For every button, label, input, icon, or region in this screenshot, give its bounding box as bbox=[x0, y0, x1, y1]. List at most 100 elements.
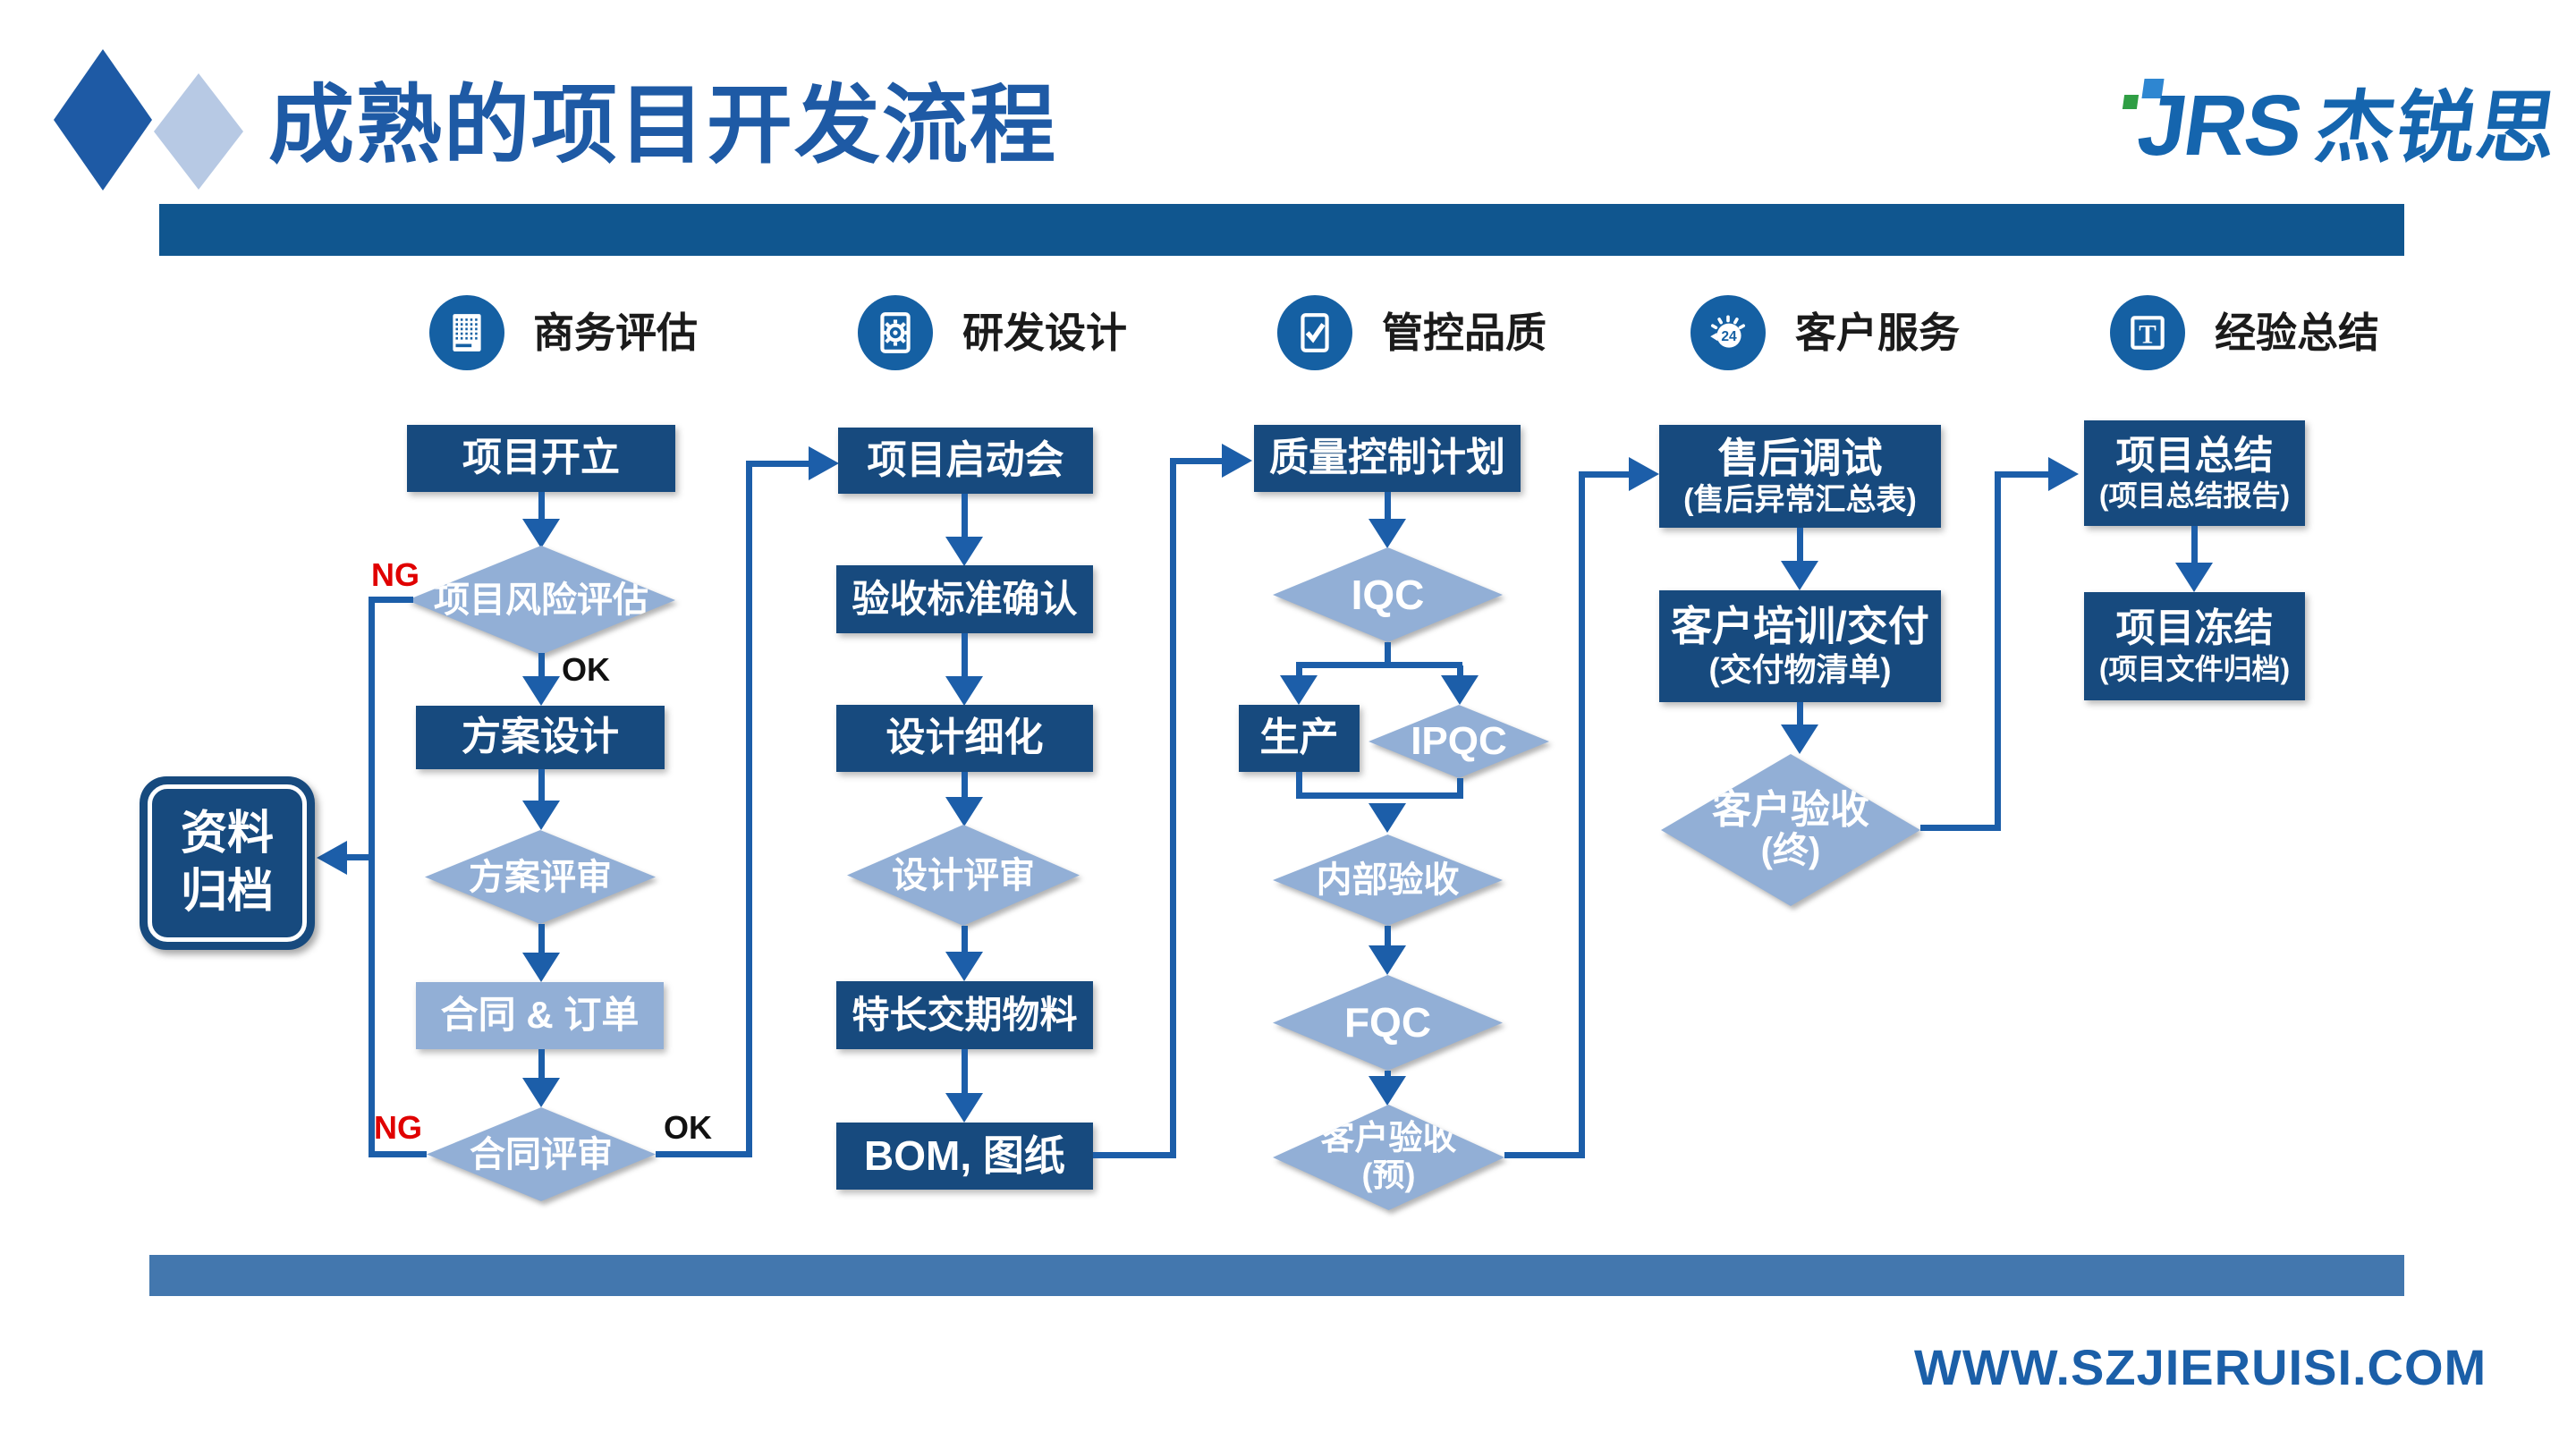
node-project-summary-sub: (项目总结报告) bbox=[2098, 479, 2291, 513]
abacus-icon bbox=[453, 314, 481, 352]
phase-label-business: 商务评估 bbox=[533, 309, 698, 356]
node-internal-accept: 内部验收 bbox=[1273, 835, 1503, 926]
node-internal-accept-label: 内部验收 bbox=[1316, 860, 1460, 900]
node-risk-review: 项目风险评估 bbox=[407, 546, 675, 655]
node-customer-accept-final-sub: (终) bbox=[1760, 831, 1821, 871]
node-archive-line1: 资料 bbox=[180, 808, 274, 860]
node-project-open: 项目开立 bbox=[407, 425, 675, 492]
node-contract-review: 合同评审 bbox=[427, 1107, 656, 1201]
connector-split-left-arrowhead bbox=[1280, 675, 1318, 705]
node-customer-accept-pre: 客户验收 (预) bbox=[1273, 1105, 1504, 1210]
node-customer-training-label: 客户培训/交付 bbox=[1671, 603, 1929, 650]
node-customer-accept-final-wrap: 客户验收 (终) bbox=[1661, 754, 1920, 906]
node-contract-order: 合同 & 订单 bbox=[416, 982, 664, 1049]
connector-c1-3 bbox=[538, 769, 545, 802]
connector-c3-1 bbox=[1385, 492, 1391, 521]
phase-label-quality: 管控品质 bbox=[1382, 309, 1546, 356]
connector-c3-2 bbox=[1385, 926, 1391, 948]
connector-c5-1 bbox=[2191, 526, 2198, 564]
node-archive-line2: 归档 bbox=[180, 866, 274, 918]
node-customer-training-sub: (交付物清单) bbox=[1708, 651, 1892, 689]
connector-c2-4 bbox=[962, 926, 968, 954]
t-box-icon-text: T bbox=[2139, 320, 2156, 349]
connector-c2-2-arrowhead bbox=[945, 676, 983, 706]
node-solution-design: 方案设计 bbox=[416, 706, 665, 769]
node-production-label: 生产 bbox=[1259, 716, 1339, 760]
connector-pre-h bbox=[1504, 1152, 1585, 1158]
node-iqc-wrap: IQC bbox=[1273, 547, 1503, 642]
node-archive: 资料 归档 bbox=[140, 776, 315, 950]
title-light-diamond bbox=[154, 73, 243, 190]
node-internal-accept-wrap: 内部验收 bbox=[1273, 835, 1503, 926]
connector-ok2-arrowhead bbox=[809, 446, 839, 480]
label-ok-contract: OK bbox=[664, 1109, 712, 1146]
phase-circle-business bbox=[429, 295, 504, 370]
connector-ng-vertical bbox=[369, 597, 375, 1157]
node-project-freeze: 项目冻结 (项目文件归档) bbox=[2084, 592, 2305, 700]
connector-final-h bbox=[1920, 825, 2001, 831]
node-iqc-label: IQC bbox=[1351, 571, 1425, 618]
connector-iqc-split-v bbox=[1385, 642, 1391, 665]
connector-bom-arrowhead bbox=[1222, 444, 1252, 478]
phase-circle-quality bbox=[1277, 295, 1352, 370]
node-design-review-wrap: 设计评审 bbox=[847, 825, 1080, 926]
connector-bom-v bbox=[1170, 458, 1176, 1158]
node-after-sales-debug-label: 售后调试 bbox=[1717, 434, 1883, 481]
connector-archive-arrowhead bbox=[317, 841, 347, 875]
node-solution-design-label: 方案设计 bbox=[462, 715, 619, 759]
node-project-summary-label: 项目总结 bbox=[2115, 433, 2274, 478]
connector-c4-1-arrowhead bbox=[1781, 561, 1818, 590]
node-project-freeze-label: 项目冻结 bbox=[2115, 606, 2274, 650]
connector-final-top bbox=[1995, 471, 2050, 478]
connector-c3-1-arrowhead bbox=[1368, 519, 1406, 548]
node-bom-drawings: BOM, 图纸 bbox=[836, 1123, 1093, 1190]
node-risk-review-label: 项目风险评估 bbox=[434, 580, 648, 620]
connector-pre-top bbox=[1579, 471, 1631, 478]
connector-ok2-v bbox=[746, 461, 752, 1157]
node-risk-review-wrap: 项目风险评估 bbox=[407, 546, 675, 655]
clipboard-check-icon bbox=[1301, 313, 1329, 352]
node-contract-order-label: 合同 & 订单 bbox=[440, 994, 640, 1037]
node-after-sales-debug: 售后调试 (售后异常汇总表) bbox=[1659, 425, 1941, 528]
top-divider-bar bbox=[159, 204, 2404, 256]
connector-c2-1-arrowhead bbox=[945, 537, 983, 566]
connector-c2-5 bbox=[962, 1049, 968, 1096]
phase-label-summary: 经验总结 bbox=[2215, 309, 2379, 356]
connector-c5-1-arrowhead bbox=[2175, 563, 2213, 592]
node-bom-drawings-label: BOM, 图纸 bbox=[864, 1132, 1065, 1180]
node-project-summary: 项目总结 (项目总结报告) bbox=[2084, 420, 2305, 526]
node-qc-plan-label: 质量控制计划 bbox=[1269, 436, 1505, 480]
node-after-sales-debug-sub: (售后异常汇总表) bbox=[1683, 482, 1917, 517]
connector-ng2-stub bbox=[369, 1151, 427, 1157]
connector-bom-h bbox=[1093, 1152, 1176, 1158]
node-project-freeze-sub: (项目文件归档) bbox=[2098, 652, 2291, 685]
logo-latin: JRS bbox=[2131, 78, 2308, 174]
connector-c1-4 bbox=[538, 924, 545, 954]
connector-iqc-split-h bbox=[1296, 662, 1462, 668]
node-archive-inner: 资料 归档 bbox=[148, 784, 307, 942]
node-solution-review: 方案评审 bbox=[425, 830, 656, 924]
connector-c1-1-arrowhead bbox=[522, 519, 560, 548]
node-contract-review-wrap: 合同评审 bbox=[427, 1107, 656, 1201]
node-customer-accept-pre-sub: (预) bbox=[1361, 1157, 1416, 1194]
node-customer-accept-pre-wrap: 客户验收 (预) bbox=[1273, 1105, 1504, 1210]
connector-c1-2 bbox=[538, 653, 545, 678]
node-design-review-label: 设计评审 bbox=[892, 855, 1035, 895]
connector-split-right-arrowhead bbox=[1441, 675, 1479, 705]
node-ipqc: IPQC bbox=[1368, 705, 1549, 778]
connector-pre-v bbox=[1579, 471, 1585, 1158]
node-fqc-label: FQC bbox=[1343, 999, 1432, 1046]
label-ng-contract: NG bbox=[374, 1109, 422, 1146]
logo-cn: 杰锐思 bbox=[2309, 83, 2564, 172]
connector-c2-2 bbox=[962, 633, 968, 678]
phase-circle-service: 24 bbox=[1690, 295, 1766, 370]
node-solution-review-label: 方案评审 bbox=[469, 857, 612, 897]
website-url: WWW.SZJIERUISI.COM bbox=[1914, 1339, 2487, 1395]
connector-c1-1 bbox=[538, 492, 545, 519]
connector-c3-3-arrowhead bbox=[1368, 1076, 1406, 1106]
connector-split-right-v bbox=[1457, 665, 1463, 678]
company-logo: JRS杰锐思 bbox=[2131, 64, 2567, 178]
connector-c2-5-arrowhead bbox=[945, 1093, 983, 1123]
t-box-icon: T bbox=[2131, 316, 2165, 350]
connector-split-left-v bbox=[1296, 665, 1302, 678]
